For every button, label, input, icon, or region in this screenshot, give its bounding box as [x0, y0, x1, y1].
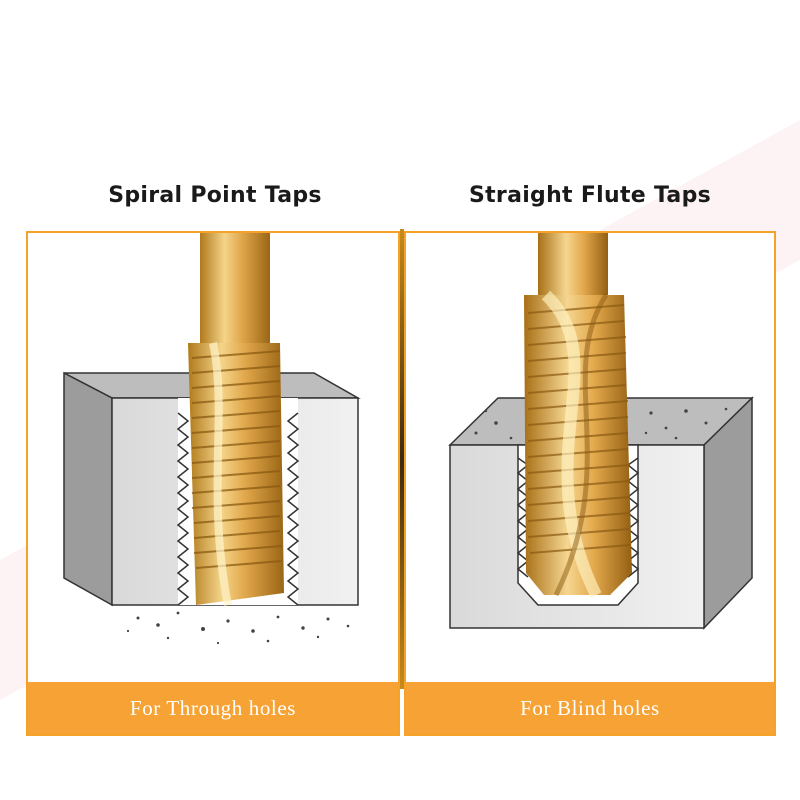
caption-blind-holes: For Blind holes: [406, 682, 774, 734]
through-hole-illustration: [63, 233, 361, 645]
blind-hole-illustration: [448, 233, 754, 630]
panel-blind-holes: For Blind holes: [404, 231, 776, 736]
caption-through-holes: For Through holes: [28, 682, 398, 734]
title-straight-flute: Straight Flute Taps: [468, 183, 712, 208]
panel-divider: [400, 229, 404, 689]
title-spiral-point: Spiral Point Taps: [108, 183, 322, 208]
panel-through-holes: For Through holes: [26, 231, 400, 736]
